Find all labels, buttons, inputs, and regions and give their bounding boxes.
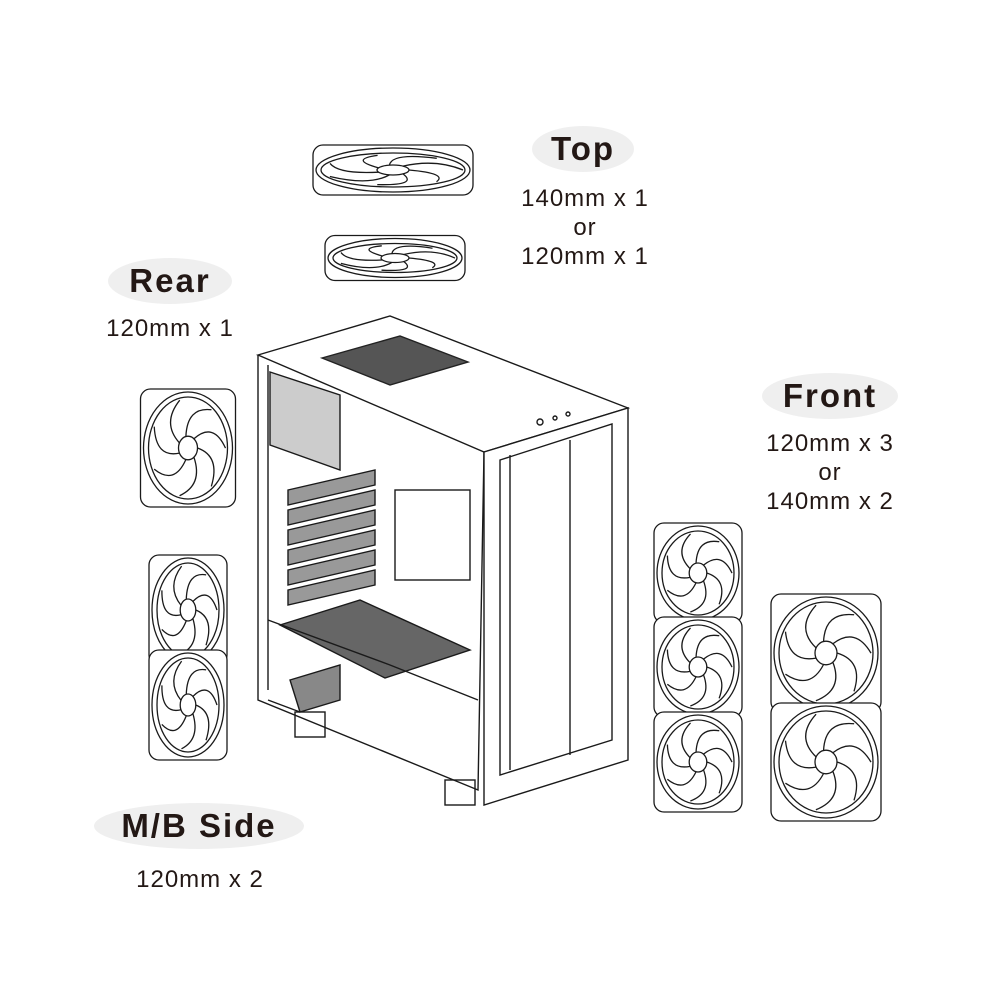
- top-spec-line: 140mm x 1: [521, 185, 649, 212]
- mb-side-label: M/B Side: [94, 803, 304, 849]
- pc-case: [255, 315, 631, 806]
- fan-icon: [148, 554, 228, 666]
- rear-mesh: [269, 371, 341, 471]
- front-spec: 120mm x 3 or 140mm x 2: [745, 429, 915, 516]
- fan-icon: [770, 702, 882, 822]
- fan-icon: [770, 593, 882, 713]
- top-label: Top: [532, 126, 634, 172]
- front-spec-line: 140mm x 2: [766, 488, 894, 515]
- top-spec-line: or: [573, 214, 597, 241]
- mb-side-spec: 120mm x 2: [136, 866, 264, 893]
- top-spec-line: 120mm x 1: [521, 243, 649, 270]
- psu-shroud-vent: [278, 599, 472, 679]
- front-label: Front: [762, 373, 898, 419]
- foot: [294, 711, 326, 738]
- fan-icon: [139, 388, 237, 508]
- fan-icon: [653, 711, 743, 813]
- drive-bay: [394, 489, 471, 581]
- foot: [444, 779, 476, 806]
- top-spec: 140mm x 1 or 120mm x 1: [500, 184, 670, 271]
- fan-icon: [148, 649, 228, 761]
- top-mesh-vent: [319, 335, 471, 386]
- rear-spec: 120mm x 1: [106, 315, 234, 342]
- front-spec-line: or: [818, 459, 842, 486]
- fan-icon: [653, 616, 743, 718]
- front-spec-line: 120mm x 3: [766, 430, 894, 457]
- rear-label: Rear: [108, 258, 232, 304]
- fans: [139, 144, 882, 822]
- fan-icon: [324, 234, 466, 282]
- fan-icon: [312, 144, 474, 196]
- pci-slots: [287, 469, 376, 606]
- fan-icon: [653, 522, 743, 624]
